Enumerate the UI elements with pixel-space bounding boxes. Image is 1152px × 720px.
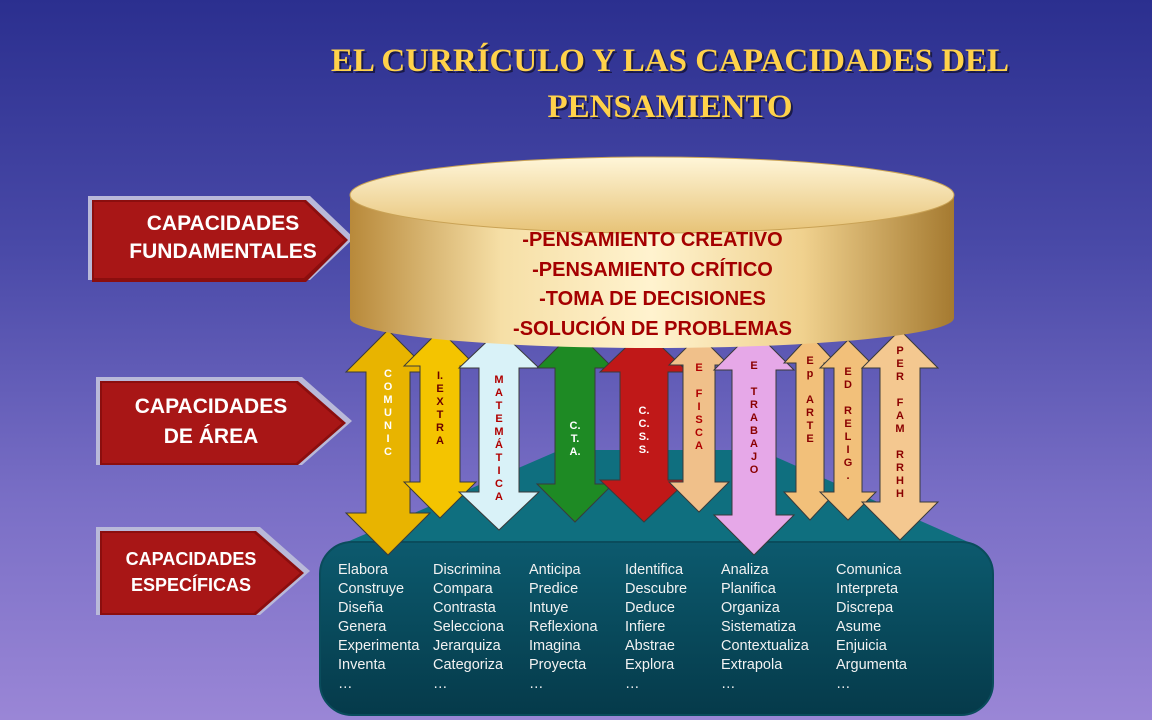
area-label: C O M U N I C [383,368,393,458]
cylinder-line: -PENSAMIENTO CREATIVO [522,229,783,251]
area-label: E F I S C A [695,362,703,452]
label-line-2: FUNDAMENTALES [129,240,317,263]
cylinder-line: -PENSAMIENTO CRÍTICO [532,258,773,281]
verb-column: Anticipa Predice Intuye Reflexiona Imagi… [529,562,598,692]
label-line-1: CAPACIDADES [134,395,288,418]
cylinder [349,156,955,348]
arrow-persona-familia [860,329,940,541]
slide-title: EL CURRÍCULO Y LAS CAPACIDADES DEL PENSA… [330,43,1010,125]
verb-column: Analiza Planifica Organiza Sistematiza C… [721,562,809,692]
arrow-cta [535,329,615,523]
verb-column: Comunica Interpreta Discrepa Asume Enjui… [836,562,907,692]
cylinder-text: -PENSAMIENTO CREATIVO -PENSAMIENTO CRÍTI… [380,226,925,344]
label-line-1: CAPACIDADES [146,212,300,235]
area-label: E T R A B A J O [749,360,759,476]
area-label: C. T. A. [569,420,581,458]
arrow-trabajo [712,329,796,556]
cylinder-line: -TOMA DE DECISIONES [539,288,766,310]
area-label: E p A R T E [806,355,814,445]
cylinder-line: -SOLUCIÓN DE PROBLEMAS [513,317,792,340]
area-label: C. C. S. S. [638,405,650,456]
verb-column: Elabora Construye Diseña Genera Experime… [338,562,420,692]
arrow-matematica [457,329,541,531]
label-capacidades-fundamentales: CAPACIDADES FUNDAMENTALES [88,192,356,284]
label-line-2: DE ÁREA [163,425,259,448]
area-label: P E R F A M R R H H [895,345,905,500]
verbs-list: Elabora Construye Diseña Genera Experime… [338,561,978,701]
label-line-2: ESPECÍFICAS [130,575,252,595]
arrow-comunicacion [344,329,432,556]
verbs-box [319,541,994,716]
area-label: M A T E M Á T I C A [494,374,504,503]
label-capacidades-especificas: CAPACIDADES ESPECÍFICAS [96,527,314,617]
arrow-ccss [598,329,690,523]
verb-column: Discrimina Compara Contrasta Selecciona … [433,562,504,692]
label-capacidades-de-area: CAPACIDADES DE ÁREA [96,377,354,467]
area-label: I. E X T R A [436,370,444,447]
label-line-1: CAPACIDADES [125,549,257,569]
area-label: E D R E L I G . [843,366,853,482]
verb-column: Identifica Descubre Deduce Infiere Abstr… [625,562,688,692]
